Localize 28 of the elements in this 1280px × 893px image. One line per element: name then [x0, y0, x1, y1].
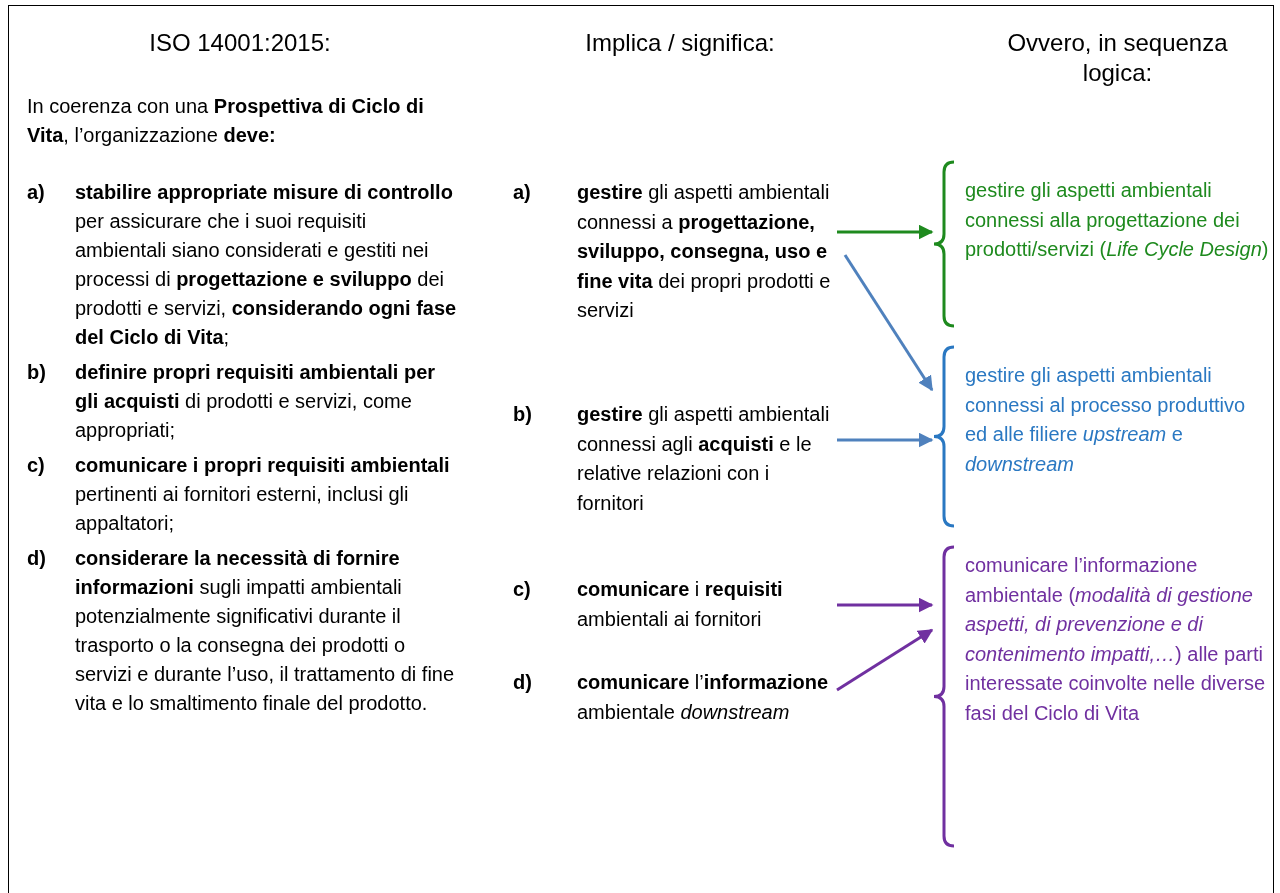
- arrow: [837, 224, 934, 240]
- brace-text: gestire gli aspetti ambientali connessi al processo produttivo ed alle filiere upstream e downstream: [965, 363, 1247, 477]
- list-marker: d): [27, 546, 47, 571]
- list-marker: c): [513, 577, 532, 602]
- intro-text: In coerenza con una Prospettiva di Ciclo di Vita, l’organizzazione deve:: [27, 94, 425, 148]
- list-text: definire propri requisiti ambientali per gli acquisti di prodotti e servizi, come appropriati;: [75, 360, 437, 443]
- list-text: considerare la necessità di fornire informazioni sugli impatti ambientali potenzialmente significativi durante il trasporto o la consegna dei prodotti o servizi e durante l’uso, il trattamento di fine vita e lo smaltimento finale del prodotto.: [75, 546, 456, 716]
- arrow: [837, 432, 934, 448]
- list-text: comunicare l’informazione ambientale downstream: [577, 670, 830, 725]
- list-text: gestire gli aspetti ambientali connessi a progettazione, sviluppo, consegna, uso e fine vita dei propri prodotti e servizi: [577, 180, 832, 323]
- column-heading: Ovvero, in sequenza logica:: [1006, 28, 1229, 88]
- list-marker: c): [27, 453, 46, 478]
- list-marker: a): [513, 180, 532, 205]
- list-text: gestire gli aspetti ambientali connessi agli acquisti e le relative relazioni con i fornitori: [577, 402, 831, 516]
- list-marker: b): [513, 402, 533, 427]
- list-text: stabilire appropriate misure di controllo per assicurare che i suoi requisiti ambientali siano considerati e gestiti nei processi di progettazione e sviluppo dei prodotti e servizi, considerando ogni fase del Ciclo di Vita;: [75, 180, 457, 350]
- arrow: [843, 254, 934, 392]
- column-heading: ISO 14001:2015:: [148, 28, 332, 58]
- brace-text: gestire gli aspetti ambientali connessi alla progettazione dei prodotti/servizi (Life Cycle Design): [965, 178, 1270, 262]
- list-marker: d): [513, 670, 533, 695]
- brace-text: comunicare l’informazione ambientale (modalità di gestione aspetti, di prevenzione e di contenimento impatti,…) alle parti interessate coinvolte nelle diverse fasi del Ciclo di Vita: [965, 553, 1267, 726]
- column-heading: Implica / significa:: [584, 28, 776, 58]
- list-marker: a): [27, 180, 46, 205]
- list-text: comunicare i propri requisiti ambientali pertinenti ai fornitori esterni, inclusi gli appaltatori;: [75, 453, 451, 536]
- list-text: comunicare i requisiti ambientali ai fornitori: [577, 577, 784, 632]
- list-marker: b): [27, 360, 47, 385]
- arrow: [836, 628, 934, 692]
- arrow: [837, 597, 934, 613]
